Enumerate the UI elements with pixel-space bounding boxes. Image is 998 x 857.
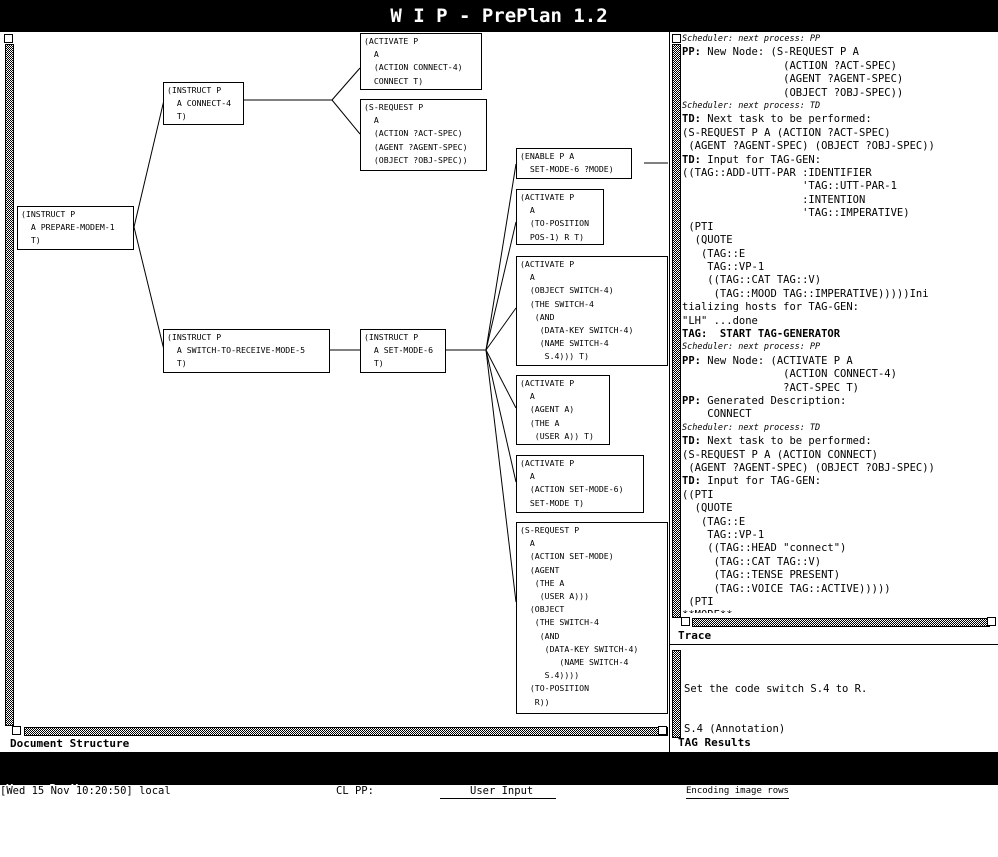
tree-node-instruct-prepare-modem[interactable]: (INSTRUCT P A PREPARE-MODEM-1 T)	[17, 206, 134, 250]
trace-label: Trace	[678, 629, 712, 642]
trace-line: (S-REQUEST P A (ACTION ?ACT-SPEC)	[682, 126, 891, 139]
tree-node-instruct-connect[interactable]: (INSTRUCT P A CONNECT-4 T)	[163, 82, 244, 125]
trace-scheduler-line: Scheduler: next process: TD	[682, 422, 821, 433]
document-tree: (INSTRUCT P A PREPARE-MODEM-1 T) (INSTRU…	[16, 32, 668, 724]
trace-line: ((PTI	[682, 488, 714, 501]
tree-node-enable-set-mode[interactable]: (ENABLE P A SET-MODE-6 ?MODE)	[516, 148, 632, 179]
tree-node-s-request-set-mode[interactable]: (S-REQUEST P A (ACTION SET-MODE) (AGENT …	[516, 522, 668, 714]
tag-results-label: TAG Results	[678, 736, 751, 749]
tree-node-activate-object-switch[interactable]: (ACTIVATE P A (OBJECT SWITCH-4) (THE SWI…	[516, 256, 668, 366]
trace-line: "LH" ...done	[682, 314, 758, 327]
status-run-state: User Input	[440, 785, 556, 799]
trace-line: (AGENT ?AGENT-SPEC)	[682, 73, 904, 86]
trace-line: CONNECT	[682, 408, 752, 421]
trace-line: (TAG::E	[682, 515, 746, 528]
trace-vertical-scrollbar[interactable]	[672, 44, 681, 618]
status-process-activity: Encoding image rows	[686, 785, 789, 799]
tree-node-instruct-switch-to-receive-mode[interactable]: (INSTRUCT P A SWITCH-TO-RECEIVE-MODE-5 T…	[163, 329, 330, 373]
document-structure-pane: Document Structure	[0, 32, 670, 752]
trace-line: ((TAG::HEAD "connect")	[682, 542, 847, 555]
trace-line: PP: New Node: (S-REQUEST P A	[682, 46, 860, 59]
trace-line: (AGENT ?AGENT-SPEC) (OBJECT ?OBJ-SPEC))	[682, 140, 935, 153]
trace-line: (QUOTE	[682, 234, 733, 247]
trace-line: TD: Next task to be performed:	[682, 113, 872, 126]
tree-connector-lines	[133, 67, 668, 603]
tag-result-line: S.4 (Annotation)	[684, 723, 786, 736]
trace-line: (ACTION CONNECT-4)	[682, 368, 897, 381]
tree-node-activate-to-position[interactable]: (ACTIVATE P A (TO-POSITION POS-1) R T)	[516, 189, 604, 245]
trace-line: ((TAG::CAT TAG::V)	[682, 274, 822, 287]
trace-line: (TAG::E	[682, 247, 746, 260]
trace-line: (OBJECT ?OBJ-SPEC))	[682, 86, 904, 99]
trace-line: (TAG::CAT TAG::V)	[682, 555, 822, 568]
trace-line: PP: New Node: (ACTIVATE P A	[682, 354, 853, 367]
document-structure-hscroll-right-box[interactable]	[658, 726, 667, 735]
trace-hscroll-right-box[interactable]	[987, 617, 996, 626]
trace-line: (TAG::VOICE TAG::ACTIVE)))))	[682, 582, 891, 595]
tree-node-instruct-set-mode[interactable]: (INSTRUCT P A SET-MODE-6 T)	[360, 329, 446, 373]
trace-corner-box[interactable]	[672, 34, 681, 43]
trace-line: (ACTION ?ACT-SPEC)	[682, 59, 897, 72]
tree-node-activate-connect[interactable]: (ACTIVATE P A (ACTION CONNECT-4) CONNECT…	[360, 33, 482, 90]
trace-line: (TAG::MOOD TAG::IMPERATIVE)))))Ini	[682, 287, 929, 300]
tree-node-activate-agent[interactable]: (ACTIVATE P A (AGENT A) (THE A (USER A))…	[516, 375, 610, 445]
mouse-help-line-2: To see other commands, press Shift, Cont…	[6, 827, 483, 841]
tag-results-pane: TAG Results	[669, 644, 998, 752]
trace-line: TAG::VP-1	[682, 260, 765, 273]
tag-results-vertical-scrollbar[interactable]	[672, 650, 681, 738]
mouse-help-line-1: Mouse-R: Menu.	[6, 782, 108, 796]
trace-line: (PTI	[682, 596, 714, 609]
document-structure-vertical-scrollbar[interactable]	[5, 44, 14, 726]
status-line: [Wed 15 Nov 10:20:50] local CL PP: User …	[0, 785, 998, 799]
trace-scheduler-line: Scheduler: next process: PP	[682, 342, 821, 353]
trace-scheduler-line: Scheduler: next process: TD	[682, 101, 821, 112]
trace-line: TD: Input for TAG-GEN:	[682, 153, 822, 166]
trace-horizontal-scrollbar[interactable]	[692, 618, 990, 627]
document-structure-horizontal-scrollbar[interactable]	[24, 727, 668, 736]
trace-line: tializing hosts for TAG-GEN:	[682, 301, 860, 314]
trace-line: ?ACT-SPEC T)	[682, 381, 860, 394]
trace-line: PP: Generated Description:	[682, 394, 847, 407]
trace-line: ((TAG::ADD-UTT-PAR :IDENTIFIER	[682, 167, 872, 180]
tree-node-activate-action-set-mode[interactable]: (ACTIVATE P A (ACTION SET-MODE-6) SET-MO…	[516, 455, 644, 513]
trace-line: TAG: START TAG-GENERATOR	[682, 327, 841, 340]
mouse-documentation-line: Mouse-R: Menu. To see other commands, pr…	[0, 752, 998, 841]
tag-results-text: Set the code switch S.4 to R. S.4 (Annot…	[684, 656, 994, 750]
trace-line: 'TAG::UTT-PAR-1	[682, 180, 897, 193]
pane-corner-box[interactable]	[4, 34, 13, 43]
trace-line: TAG::VP-1	[682, 529, 765, 542]
window-title: W I P - PrePlan 1.2	[390, 5, 608, 27]
tag-result-line: Set the code switch S.4 to R.	[684, 682, 868, 695]
status-package: CL PP:	[336, 785, 374, 797]
trace-line: **MORE**	[682, 609, 994, 613]
document-structure-label: Document Structure	[10, 737, 130, 750]
trace-pane: Trace	[669, 32, 998, 645]
status-datetime: [Wed 15 Nov 10:20:50] local	[0, 785, 171, 797]
trace-line: (S-REQUEST P A (ACTION CONNECT)	[682, 448, 878, 461]
window-title-bar: W I P - PrePlan 1.2	[0, 0, 998, 32]
trace-line: TD: Input for TAG-GEN:	[682, 475, 822, 488]
trace-line: (PTI	[682, 220, 714, 233]
trace-line: TD: Next task to be performed:	[682, 435, 872, 448]
trace-hscroll-left-box[interactable]	[681, 617, 690, 626]
document-structure-hscroll-left-box[interactable]	[12, 726, 21, 735]
trace-line: :INTENTION	[682, 193, 866, 206]
trace-line: (TAG::TENSE PRESENT)	[682, 569, 841, 582]
trace-line: 'TAG::IMPERATIVE)	[682, 207, 910, 220]
trace-line: (AGENT ?AGENT-SPEC) (OBJECT ?OBJ-SPEC))	[682, 462, 935, 474]
trace-scheduler-line: Scheduler: next process: PP	[682, 34, 821, 44]
trace-line: (QUOTE	[682, 502, 733, 515]
tree-node-s-request-unresolved[interactable]: (S-REQUEST P A (ACTION ?ACT-SPEC) (AGENT…	[360, 99, 487, 171]
